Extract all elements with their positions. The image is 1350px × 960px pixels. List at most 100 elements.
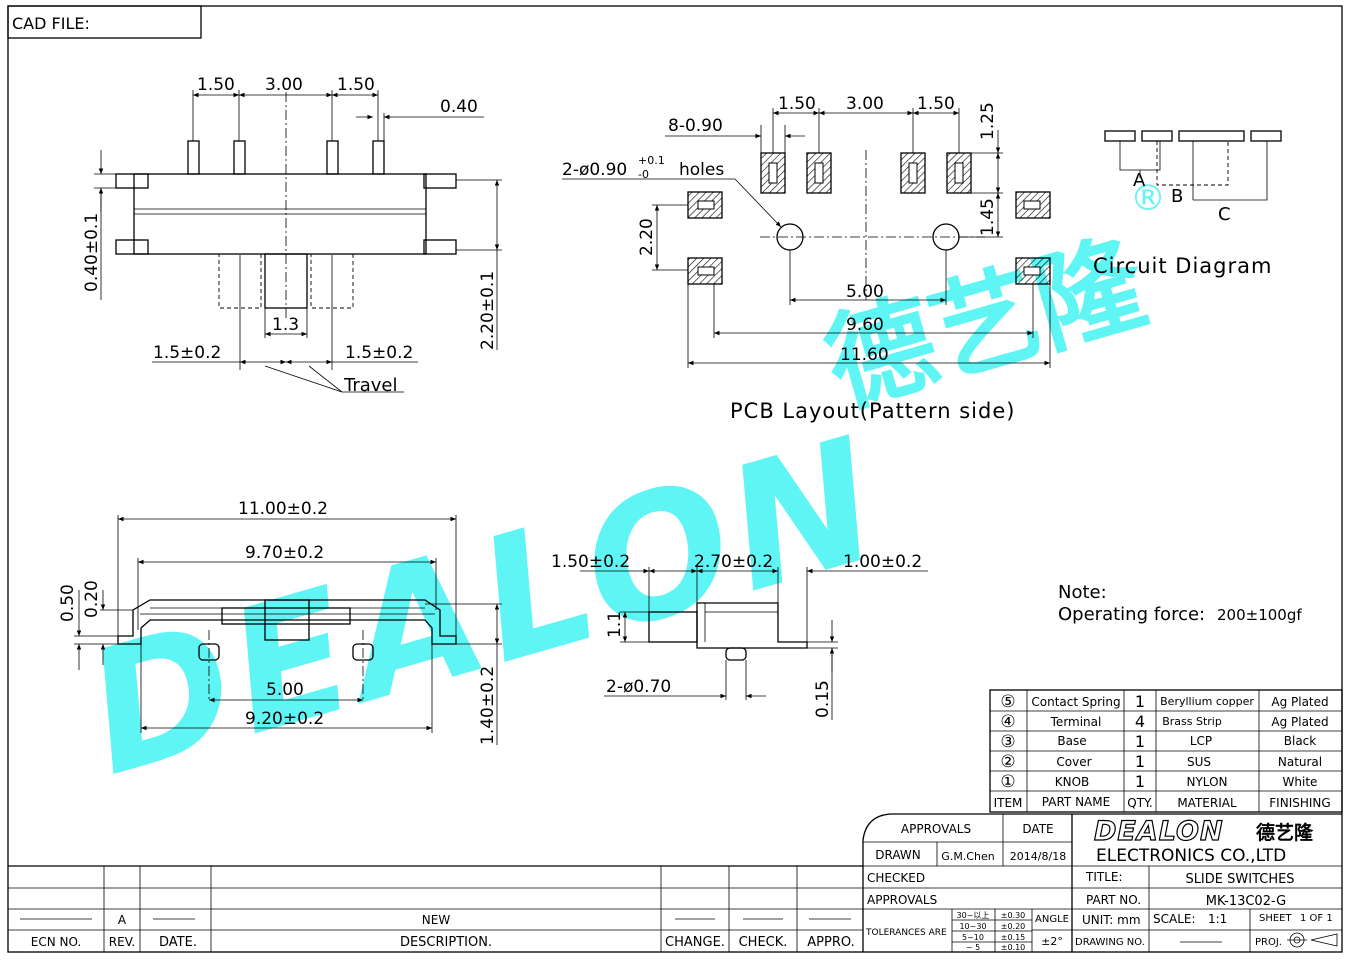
tb-part-no-label: PART NO.: [1086, 893, 1141, 907]
tb-drawing-no: DRAWING NO.: [1075, 937, 1145, 948]
bom-header-qty: QTY.: [1127, 796, 1153, 810]
rev-header-change: CHANGE.: [665, 935, 725, 950]
pcb-holes-tol-dn: -0: [638, 168, 649, 181]
pcb-holes-tol-up: +0.1: [638, 154, 665, 167]
tb-title-value: SLIDE SWITCHES: [1185, 872, 1294, 887]
front-dim-970: 9.70±0.2: [245, 543, 324, 563]
end-view: 1.50±0.2 2.70±0.2 1.00±0.2 1.1 2-ø0.70 0…: [551, 552, 928, 720]
bom-fin-1: White: [1283, 775, 1318, 789]
tb-tol-range-4: ~ 5: [966, 943, 980, 952]
front-view: 11.00±0.2 9.70±0.2 0.50 0.20 5.00 9.20±0…: [58, 499, 502, 745]
bom-fin-5: Ag Plated: [1271, 695, 1328, 709]
pcb-dim-500: 5.00: [846, 282, 884, 302]
tb-tol-val-2: ±0.20: [1001, 922, 1026, 931]
side-view: 1.50 3.00 1.50 0.40 0.40±0.1 2.20±0.1 1.…: [82, 75, 502, 396]
bom-table: ⑤ Contact Spring 1 Beryllium copper Ag P…: [989, 689, 1343, 813]
front-dim-920: 9.20±0.2: [245, 709, 324, 729]
end-dim-270: 2.70±0.2: [694, 552, 773, 572]
bom-item-4: ④: [1000, 712, 1015, 732]
rev-header-ecn: ECN NO.: [31, 935, 82, 949]
rev-header-rev: REV.: [109, 935, 135, 949]
front-dim-140: 1.40±0.2: [478, 666, 498, 745]
pcb-dim-145: 1.45: [978, 198, 998, 236]
rev-header-appro: APPRO.: [807, 935, 854, 950]
tb-angle-val: ±2°: [1041, 935, 1063, 948]
revision-block: A NEW ECN NO. REV. DATE. DESCRIPTION. CH…: [8, 865, 863, 952]
note-block: Note: Operating force: 200±100gf: [1058, 582, 1302, 625]
front-dim-1100: 11.00±0.2: [238, 499, 328, 519]
bom-part-2: Cover: [1056, 755, 1091, 769]
tb-logo-cn: 德艺隆: [1256, 821, 1314, 844]
tb-approvals: APPROVALS: [901, 822, 971, 836]
circuit-diagram: A B C Circuit Diagram: [1093, 130, 1282, 278]
sheet-border: [7, 5, 1343, 953]
bom-item-5: ⑤: [1000, 692, 1015, 712]
bom-mat-1: NYLON: [1187, 775, 1228, 789]
bom-mat-3: LCP: [1190, 734, 1212, 748]
side-dim-travel-r: 1.5±0.2: [345, 343, 413, 363]
end-dim-015: 0.15: [813, 680, 833, 718]
bom-mat-4: Brass Strip: [1162, 715, 1222, 728]
watermark-reg: ®: [1130, 178, 1166, 219]
cad-file-label: CAD FILE:: [12, 14, 90, 33]
bom-qty-2: 1: [1135, 752, 1145, 771]
tb-tol-val-3: ±0.15: [1001, 933, 1026, 942]
tb-drawn-date: 2014/8/18: [1010, 850, 1066, 863]
bom-part-1: KNOB: [1055, 775, 1090, 789]
rev-header-check: CHECK.: [739, 935, 788, 950]
pcb-dim-220: 2.20: [637, 218, 657, 256]
bom-qty-3: 1: [1135, 732, 1145, 751]
note-value: 200±100gf: [1217, 606, 1302, 624]
tb-date: DATE: [1022, 822, 1053, 836]
rev-header-date: DATE.: [159, 935, 197, 950]
end-dim-150: 1.50±0.2: [551, 552, 630, 572]
note-title: Note:: [1058, 582, 1107, 603]
pcb-dim-300: 3.00: [846, 94, 884, 114]
side-dim-150a: 1.50: [197, 75, 235, 95]
rev-row-desc: NEW: [422, 913, 451, 927]
bom-qty-5: 1: [1135, 692, 1145, 711]
side-dim-040: 0.40: [440, 97, 478, 117]
side-travel-label: Travel: [343, 375, 398, 396]
tb-tol-range-2: 10~30: [959, 922, 986, 931]
side-dim-300: 3.00: [265, 75, 303, 95]
pcb-holes-label: 2-ø0.90: [562, 160, 627, 180]
tb-logo-text: DEALON: [1094, 816, 1224, 847]
note-text: Operating force:: [1058, 604, 1205, 625]
bom-qty-4: 4: [1135, 712, 1145, 731]
pcb-holes-suffix: holes: [679, 160, 724, 180]
tb-tol-range-1: 30~以上: [957, 911, 990, 920]
tb-drawn-by: G.M.Chen: [941, 850, 994, 863]
cad-file-box: [7, 5, 202, 39]
bom-qty-1: 1: [1135, 772, 1145, 791]
bom-fin-4: Ag Plated: [1271, 715, 1328, 729]
side-dim-040-tol: 0.40±0.1: [82, 213, 102, 292]
bom-item-3: ③: [1000, 732, 1015, 752]
pcb-layout-view: 1.50 3.00 1.50 8-0.90 2-ø0.90 +0.1 -0 ho…: [562, 94, 1051, 423]
end-dim-holes: 2-ø0.70: [606, 677, 671, 697]
bom-item-1: ①: [1000, 772, 1015, 792]
tb-sheet-value: 1 OF 1: [1300, 913, 1333, 924]
bom-part-3: Base: [1057, 734, 1086, 748]
tb-scale-label: SCALE:: [1153, 912, 1196, 926]
pcb-dim-960: 9.60: [846, 315, 884, 335]
title-block: APPROVALS DATE DRAWN G.M.Chen 2014/8/18 …: [862, 813, 1342, 952]
end-dim-11: 1.1: [605, 611, 625, 638]
circuit-label-a: A: [1133, 170, 1146, 191]
bom-part-4: Terminal: [1050, 715, 1102, 729]
bom-fin-2: Natural: [1278, 755, 1322, 769]
pcb-dim-150a: 1.50: [778, 94, 816, 114]
tb-approvals2: APPROVALS: [867, 893, 937, 907]
bom-header-item: ITEM: [994, 796, 1023, 810]
tb-tol-val-4: ±0.10: [1001, 943, 1026, 952]
rev-row-rev: A: [118, 913, 127, 927]
tb-title-label: TITLE:: [1085, 870, 1123, 884]
pcb-dim-pad-w: 8-0.90: [668, 116, 723, 136]
bom-header-material: MATERIAL: [1177, 796, 1237, 810]
front-dim-500: 5.00: [266, 680, 304, 700]
circuit-label-c: C: [1218, 204, 1231, 225]
bom-mat-5: Beryllium copper: [1160, 695, 1254, 708]
tb-company: ELECTRONICS CO.,LTD: [1096, 846, 1286, 866]
bom-item-2: ②: [1000, 752, 1015, 772]
bom-header-finishing: FINISHING: [1269, 796, 1330, 810]
